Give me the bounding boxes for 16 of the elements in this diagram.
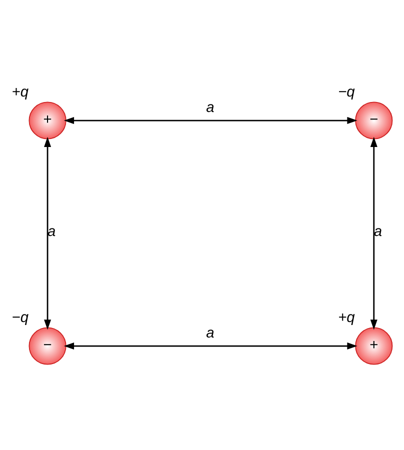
edge-label: a — [206, 100, 214, 116]
edge-label: a — [48, 224, 56, 240]
edge-label: a — [374, 224, 382, 240]
arrow — [64, 342, 358, 350]
node-label: −q — [12, 310, 29, 326]
node-label: +q — [338, 310, 355, 326]
node-circle: − — [355, 102, 393, 140]
arrow — [370, 136, 378, 330]
arrow — [44, 136, 52, 330]
arrow — [64, 116, 358, 124]
node-label: +q — [12, 84, 29, 100]
node-circle: − — [28, 327, 66, 365]
node-circle: + — [355, 327, 393, 365]
edge-label: a — [206, 326, 214, 342]
node-circle: + — [28, 102, 66, 140]
node-label: −q — [338, 84, 355, 100]
